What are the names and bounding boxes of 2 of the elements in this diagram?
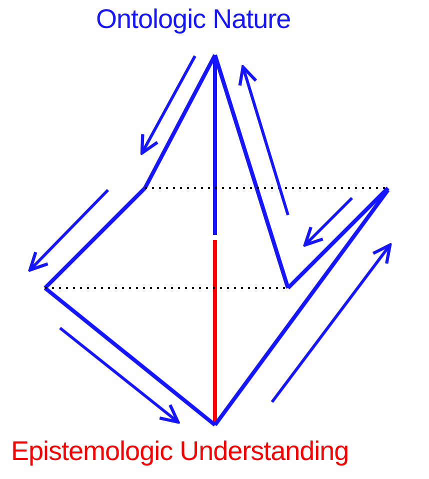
node-label: Ontologic Nature xyxy=(96,4,291,35)
node-label: Epistemologic Understanding xyxy=(11,436,349,467)
